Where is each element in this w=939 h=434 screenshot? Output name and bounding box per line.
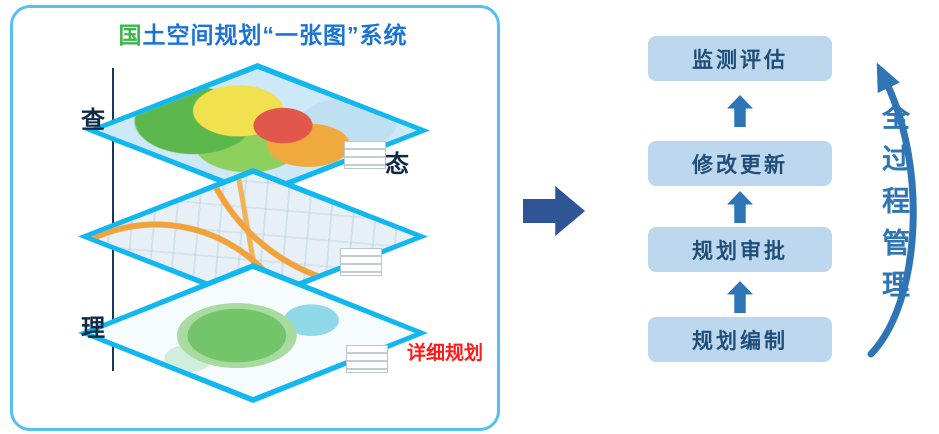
axis-line xyxy=(112,68,114,371)
transfer-arrow-icon xyxy=(523,186,585,236)
side-label-bottom-left: 理 xyxy=(81,315,105,342)
map-legend-box xyxy=(346,345,388,373)
flow-step-monitor-evaluate: 监测评估 xyxy=(648,36,832,81)
map-system-panel: 国土空间规划“一张图”系统 查 态 理 详细规划 xyxy=(10,5,500,431)
panel-title-text: 土空间规划“一张图”系统 xyxy=(142,22,408,48)
up-arrow-icon xyxy=(727,281,753,313)
flow-step-modify-update: 修改更新 xyxy=(648,141,832,186)
detail-plan-label: 详细规划 xyxy=(407,343,484,364)
up-arrow-icon xyxy=(727,95,753,127)
map-legend-box xyxy=(344,141,386,169)
map-layer-detail xyxy=(78,263,428,403)
panel-title-first-char: 国 xyxy=(118,22,143,48)
full-process-label: 全过程管理 xyxy=(879,102,910,312)
cycle-arrow-icon xyxy=(867,62,917,358)
panel-title: 国土空间规划“一张图”系统 xyxy=(53,16,473,50)
flow-step-plan-approval: 规划审批 xyxy=(648,227,832,272)
map-legend-box xyxy=(340,248,382,276)
side-label-top-left: 查 xyxy=(81,107,105,134)
flow-step-plan-compilation: 规划编制 xyxy=(648,317,832,362)
side-label-right: 态 xyxy=(385,151,409,178)
up-arrow-icon xyxy=(727,191,753,223)
detail-map-surface xyxy=(91,269,415,397)
